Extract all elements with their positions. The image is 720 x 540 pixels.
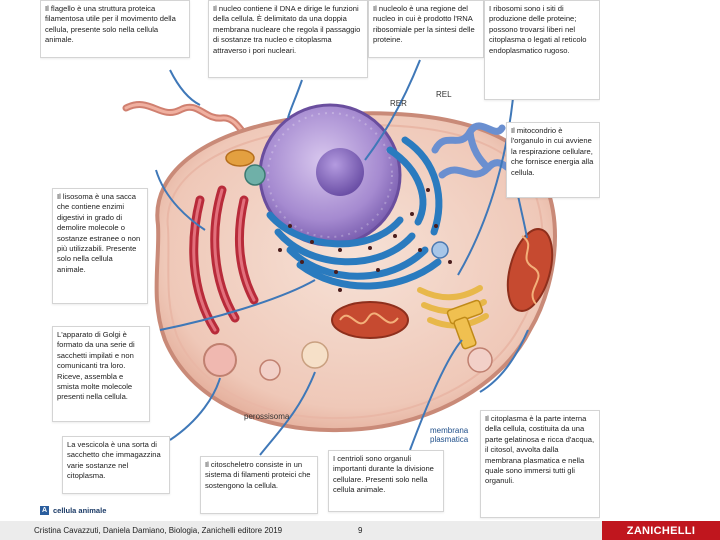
cell-illustration: Il flagello è una struttura proteica fil… [40, 0, 600, 520]
note-vescicola: La vescicola è una sorta di sacchetto ch… [62, 436, 170, 494]
note-ribosomi: I ribosomi sono i siti di produzione del… [484, 0, 600, 100]
label-perossisoma: perossisoma [244, 412, 290, 421]
pointer-lines [155, 59, 529, 456]
footer-credit: Cristina Cavazzuti, Daniela Damiano, Bio… [34, 526, 283, 535]
nucleolus [316, 148, 364, 196]
note-golgi: L'apparato di Golgi è formato da una ser… [52, 326, 150, 422]
figure-tag-text: cellula animale [53, 506, 107, 515]
note-mitocondrio: Il mitocondrio è l'organulo in cui avvie… [506, 122, 600, 198]
note-centrioli: I centrioli sono organuli importanti dur… [328, 450, 444, 512]
centrioles [446, 299, 484, 350]
label-membrana: membrana plasmatica [430, 426, 469, 444]
figure-tag: A cellula animale [40, 506, 106, 515]
note-flagello: Il flagello è una struttura proteica fil… [40, 0, 190, 58]
note-lisosoma: Il lisosoma è una sacca che contiene enz… [52, 188, 148, 304]
mitochondria [225, 149, 554, 339]
page-number: 9 [358, 526, 363, 535]
note-citoscheletro: Il citoscheletro consiste in un sistema … [200, 456, 318, 514]
footer-bar: Cristina Cavazzuti, Daniela Damiano, Bio… [0, 521, 720, 540]
figure-tag-letter: A [40, 506, 49, 515]
zanichelli-logo: ZANICHELLI [602, 521, 720, 540]
label-rel: REL [436, 90, 452, 99]
note-nucleo: Il nucleo contiene il DNA e dirige le fu… [208, 0, 368, 78]
label-rer: RER [390, 99, 407, 108]
note-citoplasma: Il citoplasma è la parte interna della c… [480, 410, 600, 518]
note-nucleolo: Il nucleolo è una regione del nucleo in … [368, 0, 484, 58]
vesicles [203, 164, 493, 381]
animal-cell-diagram [122, 59, 557, 456]
